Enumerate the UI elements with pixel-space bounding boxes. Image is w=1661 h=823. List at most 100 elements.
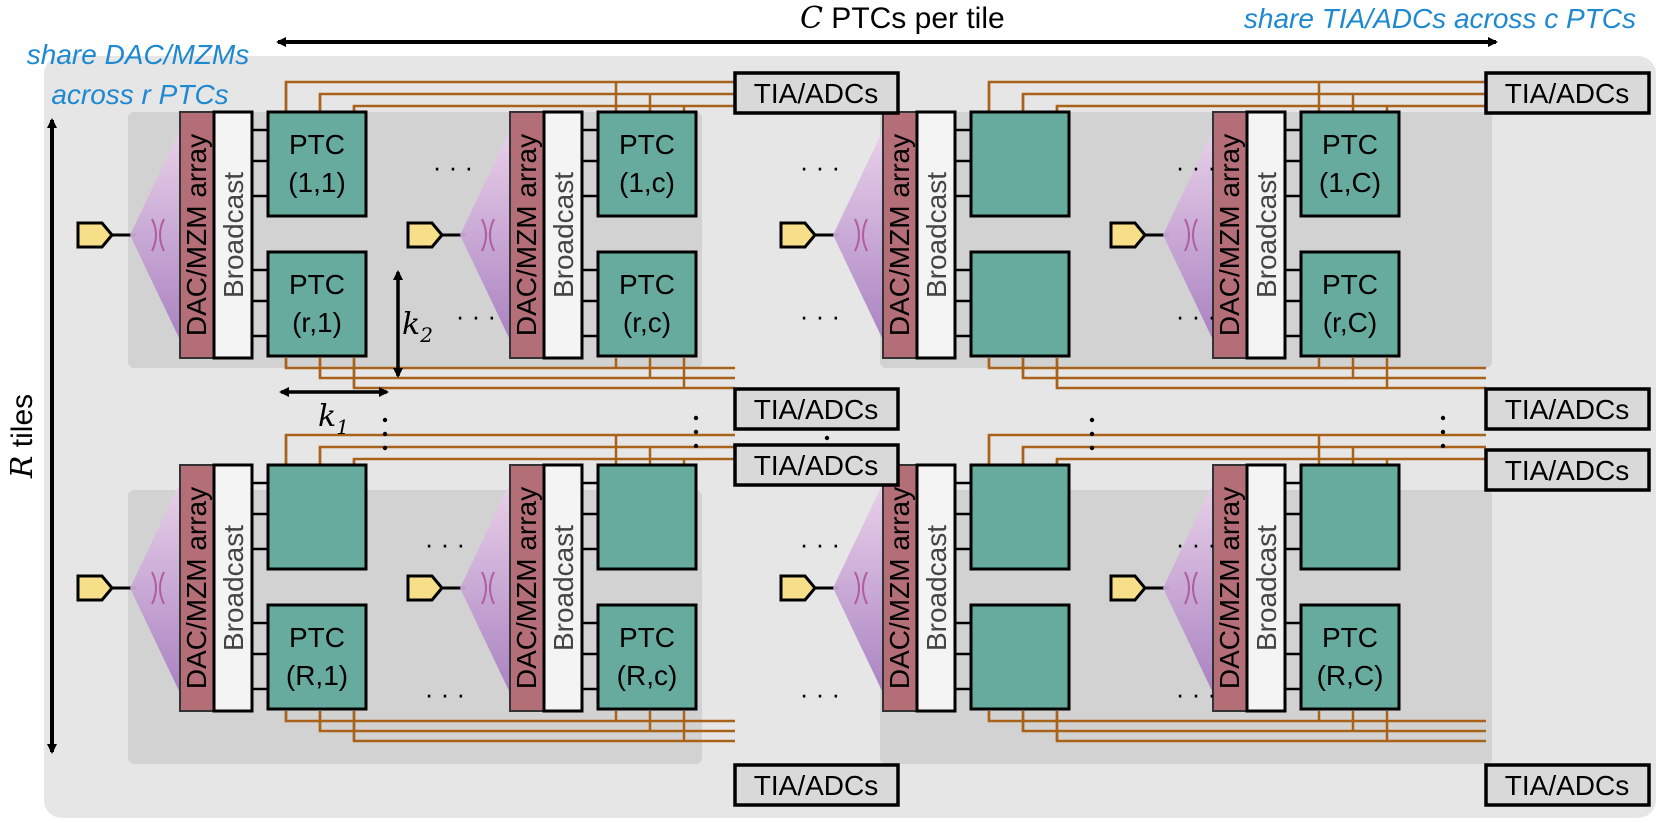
ptc-block [1299,463,1401,571]
k2-var: k [402,307,420,342]
broadcast-block [542,463,584,713]
ptc-coordinate-label: (R,c) [617,660,678,691]
ptc-title: PTC [289,269,345,300]
coupler-icon [151,571,165,605]
vertical-dot [1440,429,1446,435]
dac-mzm-label: DAC/MZM array [511,134,542,336]
tia-adc-label: TIA/ADCs [754,770,878,801]
ellipsis-dots: · · · [433,152,473,182]
k1-subscript: 1 [336,415,349,439]
tiles-text: tiles [6,394,39,456]
vertical-dot [382,417,388,423]
dac-mzm-label: DAC/MZM array [181,487,212,689]
coupler-icon [481,571,495,605]
tia-adc-box [1484,448,1651,492]
vertical-dot [1440,415,1446,421]
ellipsis-dots: · · · [800,679,840,709]
laser-source-icon [779,221,817,249]
ptc-block [266,250,368,358]
ellipsis-dots: · · · [425,679,465,709]
ellipsis-dots: · · · [800,529,840,559]
k1-label: k1 [318,399,349,439]
vertical-dot [1440,443,1446,449]
dac-mzm-array [1212,111,1248,359]
tiles-label: R tiles [5,394,40,479]
dac-mzm-label: DAC/MZM array [1214,487,1245,689]
laser-source-icon [779,574,817,602]
k2-subscript: 2 [419,323,433,347]
ellipsis-dots: · · · [800,301,840,331]
ptc-title: PTC [1322,129,1378,160]
laser-source-icon [406,574,444,602]
dac-mzm-array [509,464,545,712]
ptc-block [969,250,1071,358]
ptc-coordinate-label: (r,C) [1323,307,1377,338]
tia-adc-label: TIA/ADCs [1505,455,1629,486]
broadcast-label: Broadcast [548,172,579,298]
broadcast-block [212,110,254,360]
ellipsis-dots: · · · [1176,679,1216,709]
coupler-icon [1184,218,1198,252]
tia-adc-group: TIA/ADCs TIA/ADCs TIA/ADCs TIA/ADCs TIA/… [733,71,1651,807]
ptc-coordinate-label: (r,c) [623,307,671,338]
broadcast-block [542,110,584,360]
tia-adc-box [733,387,900,431]
laser-source-icon [1109,221,1147,249]
laser-source-icon [406,221,444,249]
ptcs-per-tile-var: C [800,1,823,36]
ptc-block [1299,603,1401,711]
ptc-block [596,463,698,571]
ptc-coordinate-label: (1,c) [619,167,675,198]
ptc-block [596,110,698,218]
tia-adc-label: TIA/ADCs [754,78,878,109]
coupler-icon [1184,571,1198,605]
broadcast-label: Broadcast [921,172,952,298]
k2-label: k2 [402,307,433,347]
vertical-dot [382,431,388,437]
broadcast-label: Broadcast [1251,172,1282,298]
coupler-icon [151,218,165,252]
tia-adc-label: TIA/ADCs [1505,78,1629,109]
column-ellipsis-group: · · · · · · · · · · · · · · · · · · · · … [425,152,1216,709]
ptc-coordinate-label: (R,C) [1317,660,1384,691]
vertical-dot [693,443,699,449]
vertical-dot [1089,445,1095,451]
tia-adc-label: TIA/ADCs [1505,770,1629,801]
tia-adc-label: TIA/ADCs [754,450,878,481]
dac-mzm-array [1212,464,1248,712]
broadcast-block [1245,463,1287,713]
ptc-title: PTC [1322,269,1378,300]
laser-source-icon [76,574,114,602]
vertical-dot [1089,431,1095,437]
ptc-title: PTC [1322,622,1378,653]
tia-adc-box [733,763,900,807]
tia-adc-box [733,443,900,487]
tia-adc-label: TIA/ADCs [754,394,878,425]
ptc-block [1299,250,1401,358]
coupler-icon [854,218,868,252]
ptcs-per-tile-label: C PTCs per tile [800,1,1005,36]
ptc-block [1299,110,1401,218]
ptc-block [969,603,1071,711]
share-dac-annotation-line1: share DAC/MZMs [27,39,249,70]
coupler-icon [481,218,495,252]
tia-adc-box [1484,71,1651,115]
ptc-title: PTC [289,129,345,160]
broadcast-label: Broadcast [548,525,579,651]
vertical-dot [1089,417,1095,423]
wire-layer [284,80,1486,743]
broadcast-block [212,463,254,713]
tia-adc-box [733,71,900,115]
tiles-var: R [5,456,40,480]
ptc-block [596,250,698,358]
dac-mzm-array [882,464,918,712]
broadcast-block [915,463,957,713]
tia-adc-box [1484,387,1651,431]
